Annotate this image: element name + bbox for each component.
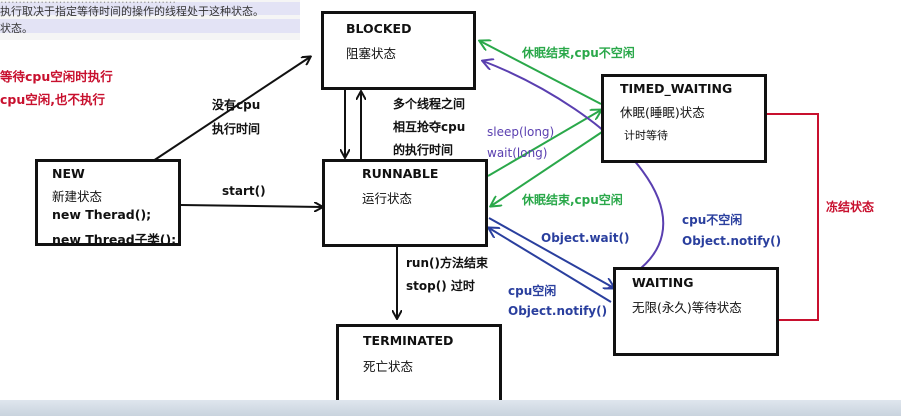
arrow-waiting-to-blocked — [483, 61, 664, 289]
left-note-1: 等待cpu空闲时执行 — [0, 69, 113, 84]
arrow-timed-to-blocked — [480, 41, 602, 105]
label-sleep-end-cpu-free: 休眠结束,cpu空闲 — [522, 193, 623, 207]
label-wait-long: wait(long) — [487, 146, 548, 160]
arrow-runnable-to-timed — [487, 110, 601, 177]
label-frozen: 冻结状态 — [826, 200, 875, 214]
label-object-wait: Object.wait() — [541, 231, 630, 245]
label-run-end: run()方法结束 — [406, 256, 488, 270]
label-cpu-busy: cpu不空闲 — [682, 213, 743, 227]
state-new-desc: 新建状态 — [52, 189, 103, 204]
arrow-waiting-to-runnable — [489, 228, 612, 303]
label-start: start() — [222, 184, 266, 198]
label-contend-2: 相互抢夺cpu — [393, 120, 466, 134]
label-cpu-free: cpu空闲 — [508, 284, 557, 298]
state-blocked — [321, 11, 476, 90]
state-blocked-desc: 阻塞状态 — [346, 46, 397, 61]
state-timed-waiting-name: TIMED_WAITING — [620, 81, 733, 96]
state-new — [35, 159, 181, 246]
state-blocked-name: BLOCKED — [346, 21, 412, 36]
state-waiting-desc: 无限(永久)等待状态 — [632, 300, 742, 315]
state-runnable-name: RUNNABLE — [362, 166, 439, 181]
state-terminated-desc: 死亡状态 — [363, 359, 414, 374]
arrow-new-to-blocked — [149, 57, 310, 164]
state-terminated-name: TERMINATED — [363, 333, 454, 348]
label-stop: stop() 过时 — [406, 279, 475, 293]
arrow-new-to-runnable — [180, 205, 322, 207]
doc-line-3: 状态。 — [0, 22, 33, 35]
state-runnable-desc: 运行状态 — [362, 191, 413, 206]
arrow-runnable-to-waiting — [488, 217, 614, 288]
label-object-notify-1: Object.notify() — [682, 234, 782, 248]
arrow-timed-to-runnable — [491, 131, 603, 206]
label-contend-3: 的执行时间 — [393, 143, 454, 157]
doc-line-1: ………………………………………… — [0, 0, 176, 6]
left-note-2: cpu空闲,也不执行 — [0, 92, 106, 107]
document-fragment: ………………………………………… 执行取决于指定等待时间的操作的线程处于这种状态… — [0, 0, 300, 40]
state-timed-waiting-sub: 计时等待 — [624, 129, 668, 142]
state-new-line3: new Thread子类(); — [52, 232, 177, 247]
label-sleep-end-cpu-busy: 休眠结束,cpu不空闲 — [522, 46, 635, 60]
state-new-line2: new Therad(); — [52, 207, 152, 222]
label-no-cpu-1: 没有cpu — [212, 98, 261, 112]
label-no-cpu-2: 执行时间 — [212, 122, 261, 136]
state-waiting-name: WAITING — [632, 275, 694, 290]
state-runnable — [322, 159, 488, 247]
label-contend-1: 多个线程之间 — [393, 97, 466, 111]
state-timed-waiting-desc: 休眠(睡眠)状态 — [620, 105, 705, 120]
text-highlight — [0, 2, 300, 15]
window-bottom-bar — [0, 400, 901, 416]
state-waiting — [613, 267, 779, 356]
doc-line-2: 执行取决于指定等待时间的操作的线程处于这种状态。 — [0, 5, 264, 18]
state-timed-waiting — [601, 74, 767, 163]
state-new-name: NEW — [52, 166, 85, 181]
state-terminated — [336, 324, 502, 410]
label-object-notify-2: Object.notify() — [508, 304, 608, 318]
text-highlight — [0, 19, 300, 33]
frozen-bracket — [767, 113, 819, 321]
label-sleep-long: sleep(long) — [487, 125, 555, 139]
